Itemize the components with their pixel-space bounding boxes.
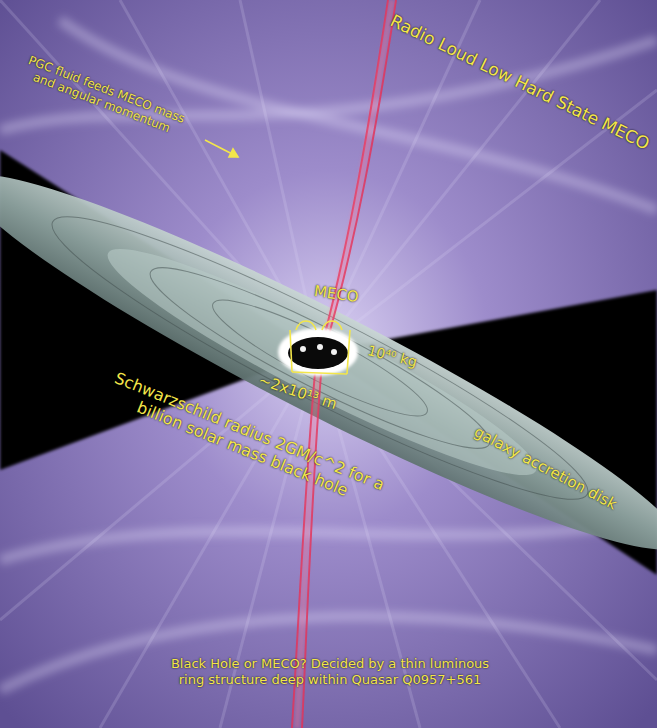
diagram-caption: Black Hole or MECO? Decided by a thin lu… xyxy=(165,656,495,687)
